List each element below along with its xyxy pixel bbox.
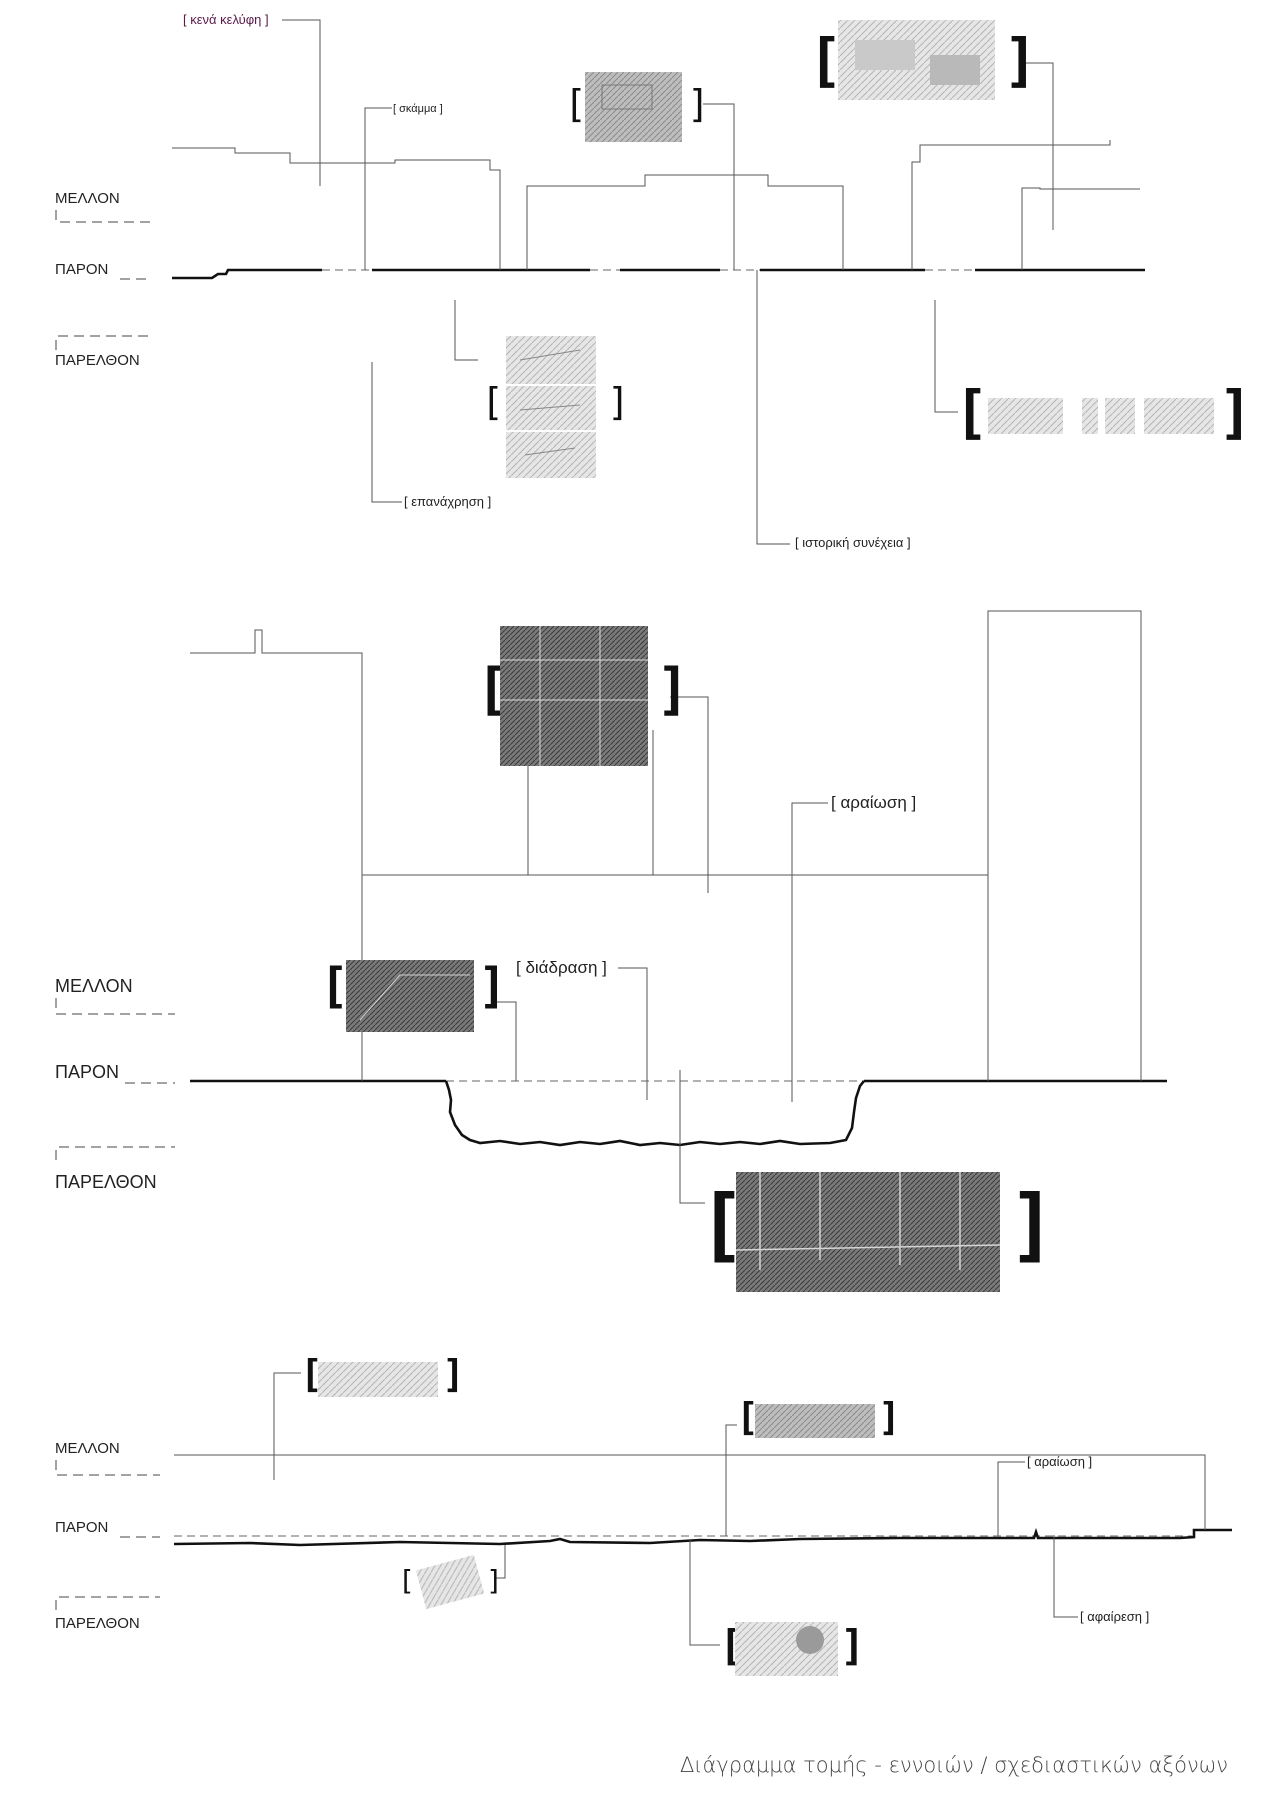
svg-text:]: ] xyxy=(878,1395,901,1439)
label-dig: [ σκάμμα ] xyxy=(393,103,443,115)
reference-image-public-space: [ ] xyxy=(698,1172,1056,1292)
label-removal: [ αφαίρεση ] xyxy=(1080,1609,1149,1624)
svg-text:]: ] xyxy=(486,1564,503,1597)
future-skyline-left xyxy=(172,147,501,270)
axis-past-dash xyxy=(55,335,150,350)
svg-text:[: [ xyxy=(398,1564,415,1597)
svg-text:]: ] xyxy=(442,1352,465,1396)
svg-text:]: ] xyxy=(1003,26,1038,94)
svg-text:]: ] xyxy=(687,82,710,126)
axis-label-future: ΜΕΛΛΟΝ xyxy=(55,976,133,996)
axis-label-present: ΠΑΡΟΝ xyxy=(55,1519,108,1536)
svg-text:]: ] xyxy=(607,380,630,424)
section-3: ΜΕΛΛΟΝ ΠΑΡΟΝ ΠΑΡΕΛΘΟΝ [ αραίωση ] [ αφαί… xyxy=(55,1352,1232,1676)
svg-text:]: ] xyxy=(840,1621,865,1670)
section-2: ΜΕΛΛΟΝ ΠΑΡΟΝ ΠΑΡΕΛΘΟΝ [ αραίωση ] [ διάδ… xyxy=(55,610,1167,1292)
reference-image-city-aerial: [ ] xyxy=(808,20,1038,100)
svg-text:[: [ xyxy=(736,1395,759,1439)
svg-text:[: [ xyxy=(300,1352,323,1396)
label-thinning: [ αραίωση ] xyxy=(831,793,916,812)
svg-text:[: [ xyxy=(808,26,843,94)
future-skyline-left xyxy=(190,629,363,1081)
reference-image-skyline-sketch: [ ] xyxy=(300,1352,465,1397)
svg-text:[: [ xyxy=(954,378,989,446)
future-skyline-right xyxy=(911,140,1111,270)
axis-label-past: ΠΑΡΕΛΘΟΝ xyxy=(55,1172,157,1192)
leader-reuse xyxy=(371,362,402,503)
reference-image-excavation: [ ] xyxy=(564,72,710,142)
axis-label-present: ΠΑΡΟΝ xyxy=(55,1062,119,1082)
label-interaction: [ διάδραση ] xyxy=(516,958,607,977)
svg-text:[: [ xyxy=(481,380,504,424)
axis-label-future: ΜΕΛΛΟΝ xyxy=(55,190,120,207)
future-tower xyxy=(987,610,1142,1081)
reference-image-historic-buildings: [ ] xyxy=(954,378,1253,446)
reference-image-reuse-sketches: [ ] xyxy=(481,336,630,478)
axis-label-future: ΜΕΛΛΟΝ xyxy=(55,1440,120,1457)
reference-image-structure-photo: [ ] xyxy=(476,626,690,766)
section-1: ΜΕΛΛΟΝ ΠΑΡΟΝ ΠΑΡΕΛΘΟΝ [ κενά κελύφη ] [ … xyxy=(55,12,1253,550)
svg-text:]: ] xyxy=(1008,1178,1056,1271)
leader-continuity xyxy=(756,270,790,545)
future-skyline-middle xyxy=(526,174,844,270)
svg-text:]: ] xyxy=(1218,378,1253,446)
svg-text:]: ] xyxy=(478,958,507,1014)
leader-dig xyxy=(364,107,392,270)
reference-image-structure-sketch: [ ] xyxy=(398,1554,503,1610)
svg-text:]: ] xyxy=(656,657,690,722)
label-reuse: [ επανάχρηση ] xyxy=(404,494,491,509)
axis-label-past: ΠΑΡΕΛΘΟΝ xyxy=(55,1615,140,1632)
leader-thinning xyxy=(997,1461,1025,1536)
label-thinning: [ αραίωση ] xyxy=(1027,1454,1092,1469)
leader-empty-shells xyxy=(282,19,321,186)
ground-line xyxy=(172,268,322,280)
label-empty-shells: [ κενά κελύφη ] xyxy=(183,12,269,27)
label-continuity: [ ιστορική συνέχεια ] xyxy=(795,535,911,550)
axis-label-past: ΠΑΡΕΛΘΟΝ xyxy=(55,352,140,369)
diagram-caption: Διάγραμμα τομής - εννοιών / σχεδιαστικών… xyxy=(680,1753,1228,1777)
leader-removal xyxy=(1053,1535,1078,1618)
reference-image-excavation-site: [ ] xyxy=(320,958,507,1032)
void-section xyxy=(444,1080,866,1147)
reference-image-plaza-photo: [ ] xyxy=(736,1395,901,1439)
svg-text:[: [ xyxy=(564,82,587,126)
leader-interaction xyxy=(618,967,648,1100)
axis-future-dash xyxy=(55,210,150,223)
future-line xyxy=(174,1454,1206,1530)
reference-image-tree-plaza: [ ] xyxy=(719,1621,865,1676)
leader-thinning xyxy=(791,802,828,1102)
ground-line xyxy=(173,1527,1232,1547)
axis-label-present: ΠΑΡΟΝ xyxy=(55,261,108,278)
svg-text:[: [ xyxy=(320,958,349,1014)
